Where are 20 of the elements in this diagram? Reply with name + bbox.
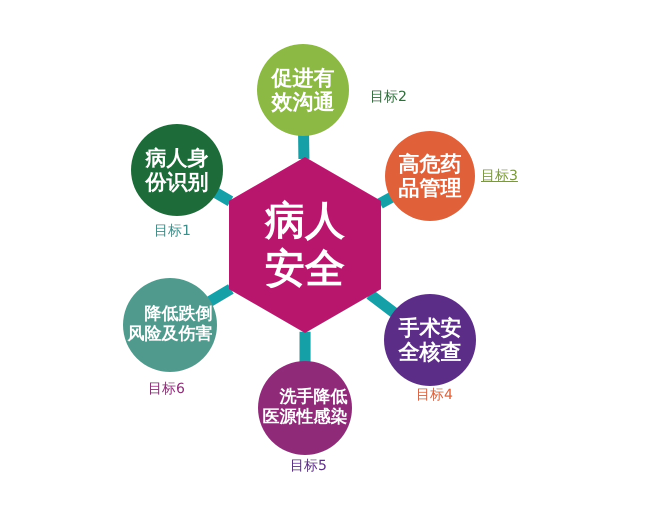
connector-bar bbox=[300, 332, 310, 362]
goal-number: 目标1 bbox=[154, 222, 191, 240]
goal-number: 目标2 bbox=[370, 88, 407, 106]
goal-circle: 洗手降低医源性感染 bbox=[258, 361, 352, 455]
hexagon bbox=[229, 157, 381, 333]
goal-number: 目标5 bbox=[290, 457, 327, 475]
connector-bar bbox=[377, 192, 394, 208]
goal-number: 目标6 bbox=[148, 380, 185, 398]
goal-number: 目标4 bbox=[416, 386, 453, 404]
connector-bar bbox=[213, 188, 234, 206]
goal-number: 目标3 bbox=[481, 167, 518, 185]
goal-circle: 病人身份识别 bbox=[131, 124, 223, 216]
connector-bar bbox=[206, 284, 234, 306]
connector-bar bbox=[366, 290, 398, 318]
hexagon-title: 病人安全 bbox=[264, 197, 346, 293]
goal-circle: 高危药品管理 bbox=[385, 131, 475, 221]
goal-circle: 促进有效沟通 bbox=[257, 44, 349, 136]
goal-circle: 手术安全核查 bbox=[384, 294, 476, 386]
connector-bar bbox=[298, 134, 310, 159]
goal-circle: 降低跌倒风险及伤害 bbox=[123, 278, 217, 372]
